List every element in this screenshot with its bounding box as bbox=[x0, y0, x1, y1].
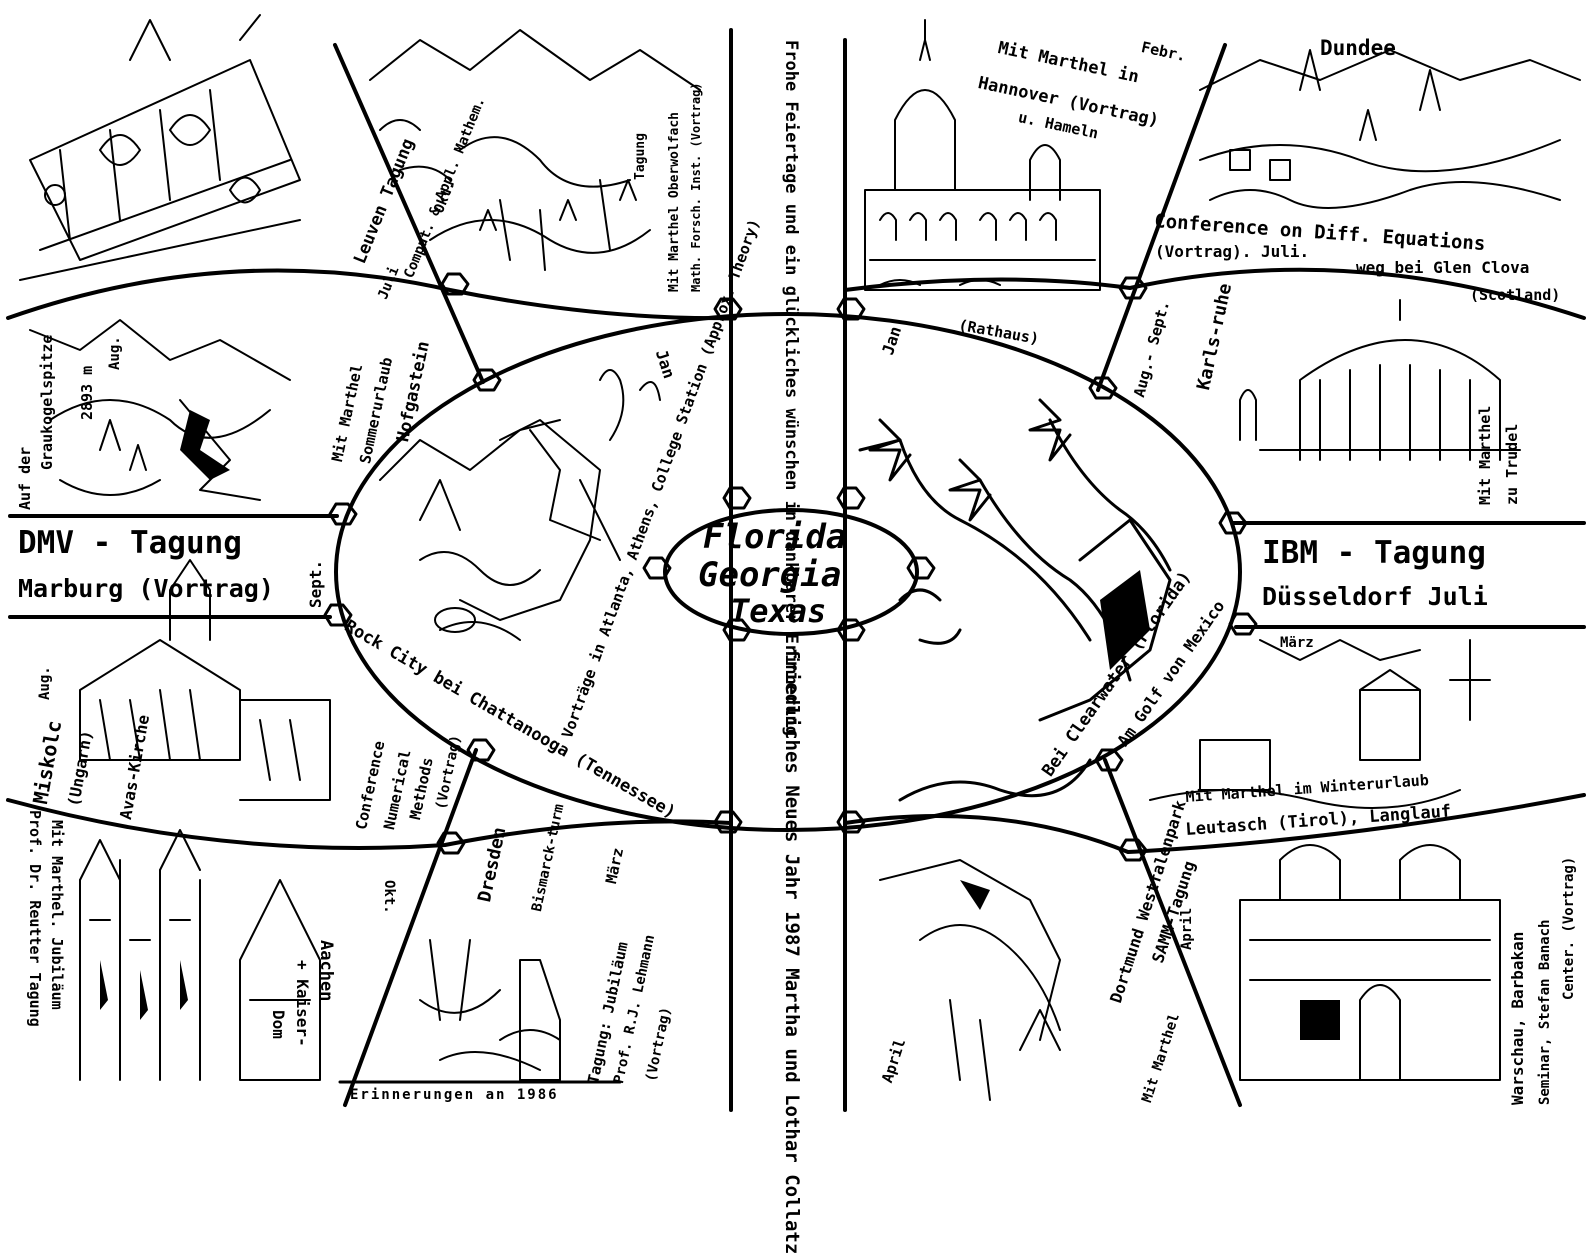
hofgastein-sketch bbox=[29, 319, 291, 501]
node-22 bbox=[836, 618, 866, 642]
node-3 bbox=[440, 272, 470, 296]
caption-trudel-2: zu Trudel bbox=[1503, 423, 1521, 505]
node-17 bbox=[722, 486, 752, 510]
caption-leutasch-month: März bbox=[1280, 635, 1314, 651]
node-14 bbox=[1118, 838, 1148, 862]
caption-reutter-2: Prof. Dr. Reutter Tagung bbox=[26, 810, 44, 1027]
spoke-ne bbox=[1096, 43, 1227, 392]
caption-aachen-2: + Kaiser- bbox=[293, 960, 312, 1047]
barbakan-sketch bbox=[1239, 844, 1501, 1081]
caption-oberwolfach-2: Math. Forsch. Inst. (Vortrag) bbox=[689, 82, 703, 292]
karlsruhe-dome-sketch bbox=[1239, 299, 1521, 461]
caption-warschau-month: April bbox=[1179, 907, 1195, 950]
leutasch-sketch bbox=[1149, 639, 1491, 809]
junction-nodes bbox=[323, 272, 1258, 862]
caption-oberwolfach-1: Mit Marthel Oberwolfach bbox=[667, 111, 682, 292]
caption-graukogel-2: Graukogelspitze bbox=[38, 334, 56, 470]
caption-warschau-2: Seminar, Stefan Banach bbox=[1537, 919, 1553, 1105]
caption-okt-bottom: Okt. bbox=[381, 880, 397, 914]
center-ellipse bbox=[663, 508, 919, 636]
caption-diffeq-3: weg bei Glen Clova bbox=[1356, 258, 1530, 277]
caption-dmv-tagung: DMV - Tagung bbox=[18, 525, 242, 561]
node-11 bbox=[466, 738, 496, 762]
caption-diffeq-4: (Scotland) bbox=[1470, 286, 1561, 304]
caption-graukogel-1: Auf der bbox=[16, 446, 34, 510]
spoke-nw bbox=[333, 43, 485, 384]
bismarckturm-sketch bbox=[419, 939, 561, 1081]
caption-ibm-duesseldorf: Düsseldorf Juli bbox=[1262, 582, 1488, 611]
spoke-sw bbox=[343, 748, 478, 1107]
caption-dundee: Dundee bbox=[1320, 36, 1396, 60]
node-1 bbox=[713, 297, 743, 321]
node-18 bbox=[836, 486, 866, 510]
caption-dmv-marburg: Marburg (Vortrag) bbox=[18, 574, 274, 603]
greeting-card: Florida Georgia Texas Frohe Feiertage un… bbox=[6, 14, 1586, 1254]
node-9 bbox=[323, 603, 353, 627]
caption-aachen-1: Aachen bbox=[316, 940, 336, 1002]
caption-ibm-tagung: IBM - Tagung bbox=[1262, 535, 1486, 571]
caption-graukogel-3: 2893 m bbox=[78, 365, 96, 420]
node-7 bbox=[328, 502, 358, 526]
node-16 bbox=[836, 810, 866, 834]
dundee-sketch bbox=[1199, 49, 1581, 209]
node-4 bbox=[1118, 276, 1148, 300]
greeting-top-text: Frohe Feiertage und ein glückliches wüns… bbox=[781, 40, 801, 736]
central-ellipse bbox=[334, 312, 1242, 832]
sketch-illustrations bbox=[6, 14, 1586, 1112]
node-10 bbox=[1228, 612, 1258, 636]
caption-aachen-3: Dom bbox=[269, 1010, 288, 1039]
outer-arc-bottom-right bbox=[843, 793, 1586, 854]
node-8 bbox=[1218, 511, 1248, 535]
node-12 bbox=[1094, 748, 1124, 772]
leuven-sketch bbox=[19, 14, 301, 281]
node-21 bbox=[722, 618, 752, 642]
dortmund-sketch bbox=[879, 859, 1061, 1101]
center-label-florida: Florida bbox=[703, 517, 847, 557]
caption-oberwolfach-3: Tagung bbox=[633, 133, 648, 180]
footer-caption: Erinnerungen an 1986 bbox=[350, 1087, 559, 1103]
rock-city-sketch bbox=[379, 369, 661, 641]
node-5 bbox=[472, 368, 502, 392]
node-13 bbox=[436, 831, 466, 855]
caption-warschau-3: Center. (Vortrag) bbox=[1561, 856, 1577, 1000]
caption-warschau-1: Warschau, Barbakan bbox=[1508, 931, 1527, 1105]
outer-arc-top-left bbox=[6, 268, 733, 321]
clearwater-sketch bbox=[858, 398, 1172, 802]
node-19 bbox=[642, 556, 672, 580]
caption-diffeq-2: (Vortrag). Juli. bbox=[1155, 242, 1310, 261]
outer-arc-top-right bbox=[843, 267, 1586, 320]
node-2 bbox=[836, 297, 866, 321]
center-label-georgia: Georgia bbox=[698, 555, 842, 595]
center-label-texas: Texas bbox=[730, 592, 827, 630]
caption-dmv-month: Sept. bbox=[306, 559, 325, 608]
node-15 bbox=[713, 810, 743, 834]
aachen-dom-sketch bbox=[79, 829, 321, 1081]
oberwolfach-sketch bbox=[369, 29, 701, 271]
miskolc-church-sketch bbox=[79, 559, 331, 801]
caption-trudel-1: Mit Marthel bbox=[1476, 405, 1494, 505]
outer-arc-bottom-left bbox=[6, 798, 733, 850]
caption-graukogel-month: Aug. bbox=[107, 336, 123, 370]
greeting-bottom-text: friedliches Neues Jahr 1987 Martha und L… bbox=[781, 648, 803, 1254]
caption-miskolc-month: Aug. bbox=[37, 666, 53, 700]
hannover-rathaus-sketch bbox=[864, 19, 1101, 291]
node-6 bbox=[1088, 376, 1118, 400]
node-20 bbox=[906, 556, 936, 580]
caption-reutter-1: Mit Marthel. Jubiläum bbox=[48, 820, 66, 1010]
spoke-se bbox=[1103, 758, 1242, 1107]
